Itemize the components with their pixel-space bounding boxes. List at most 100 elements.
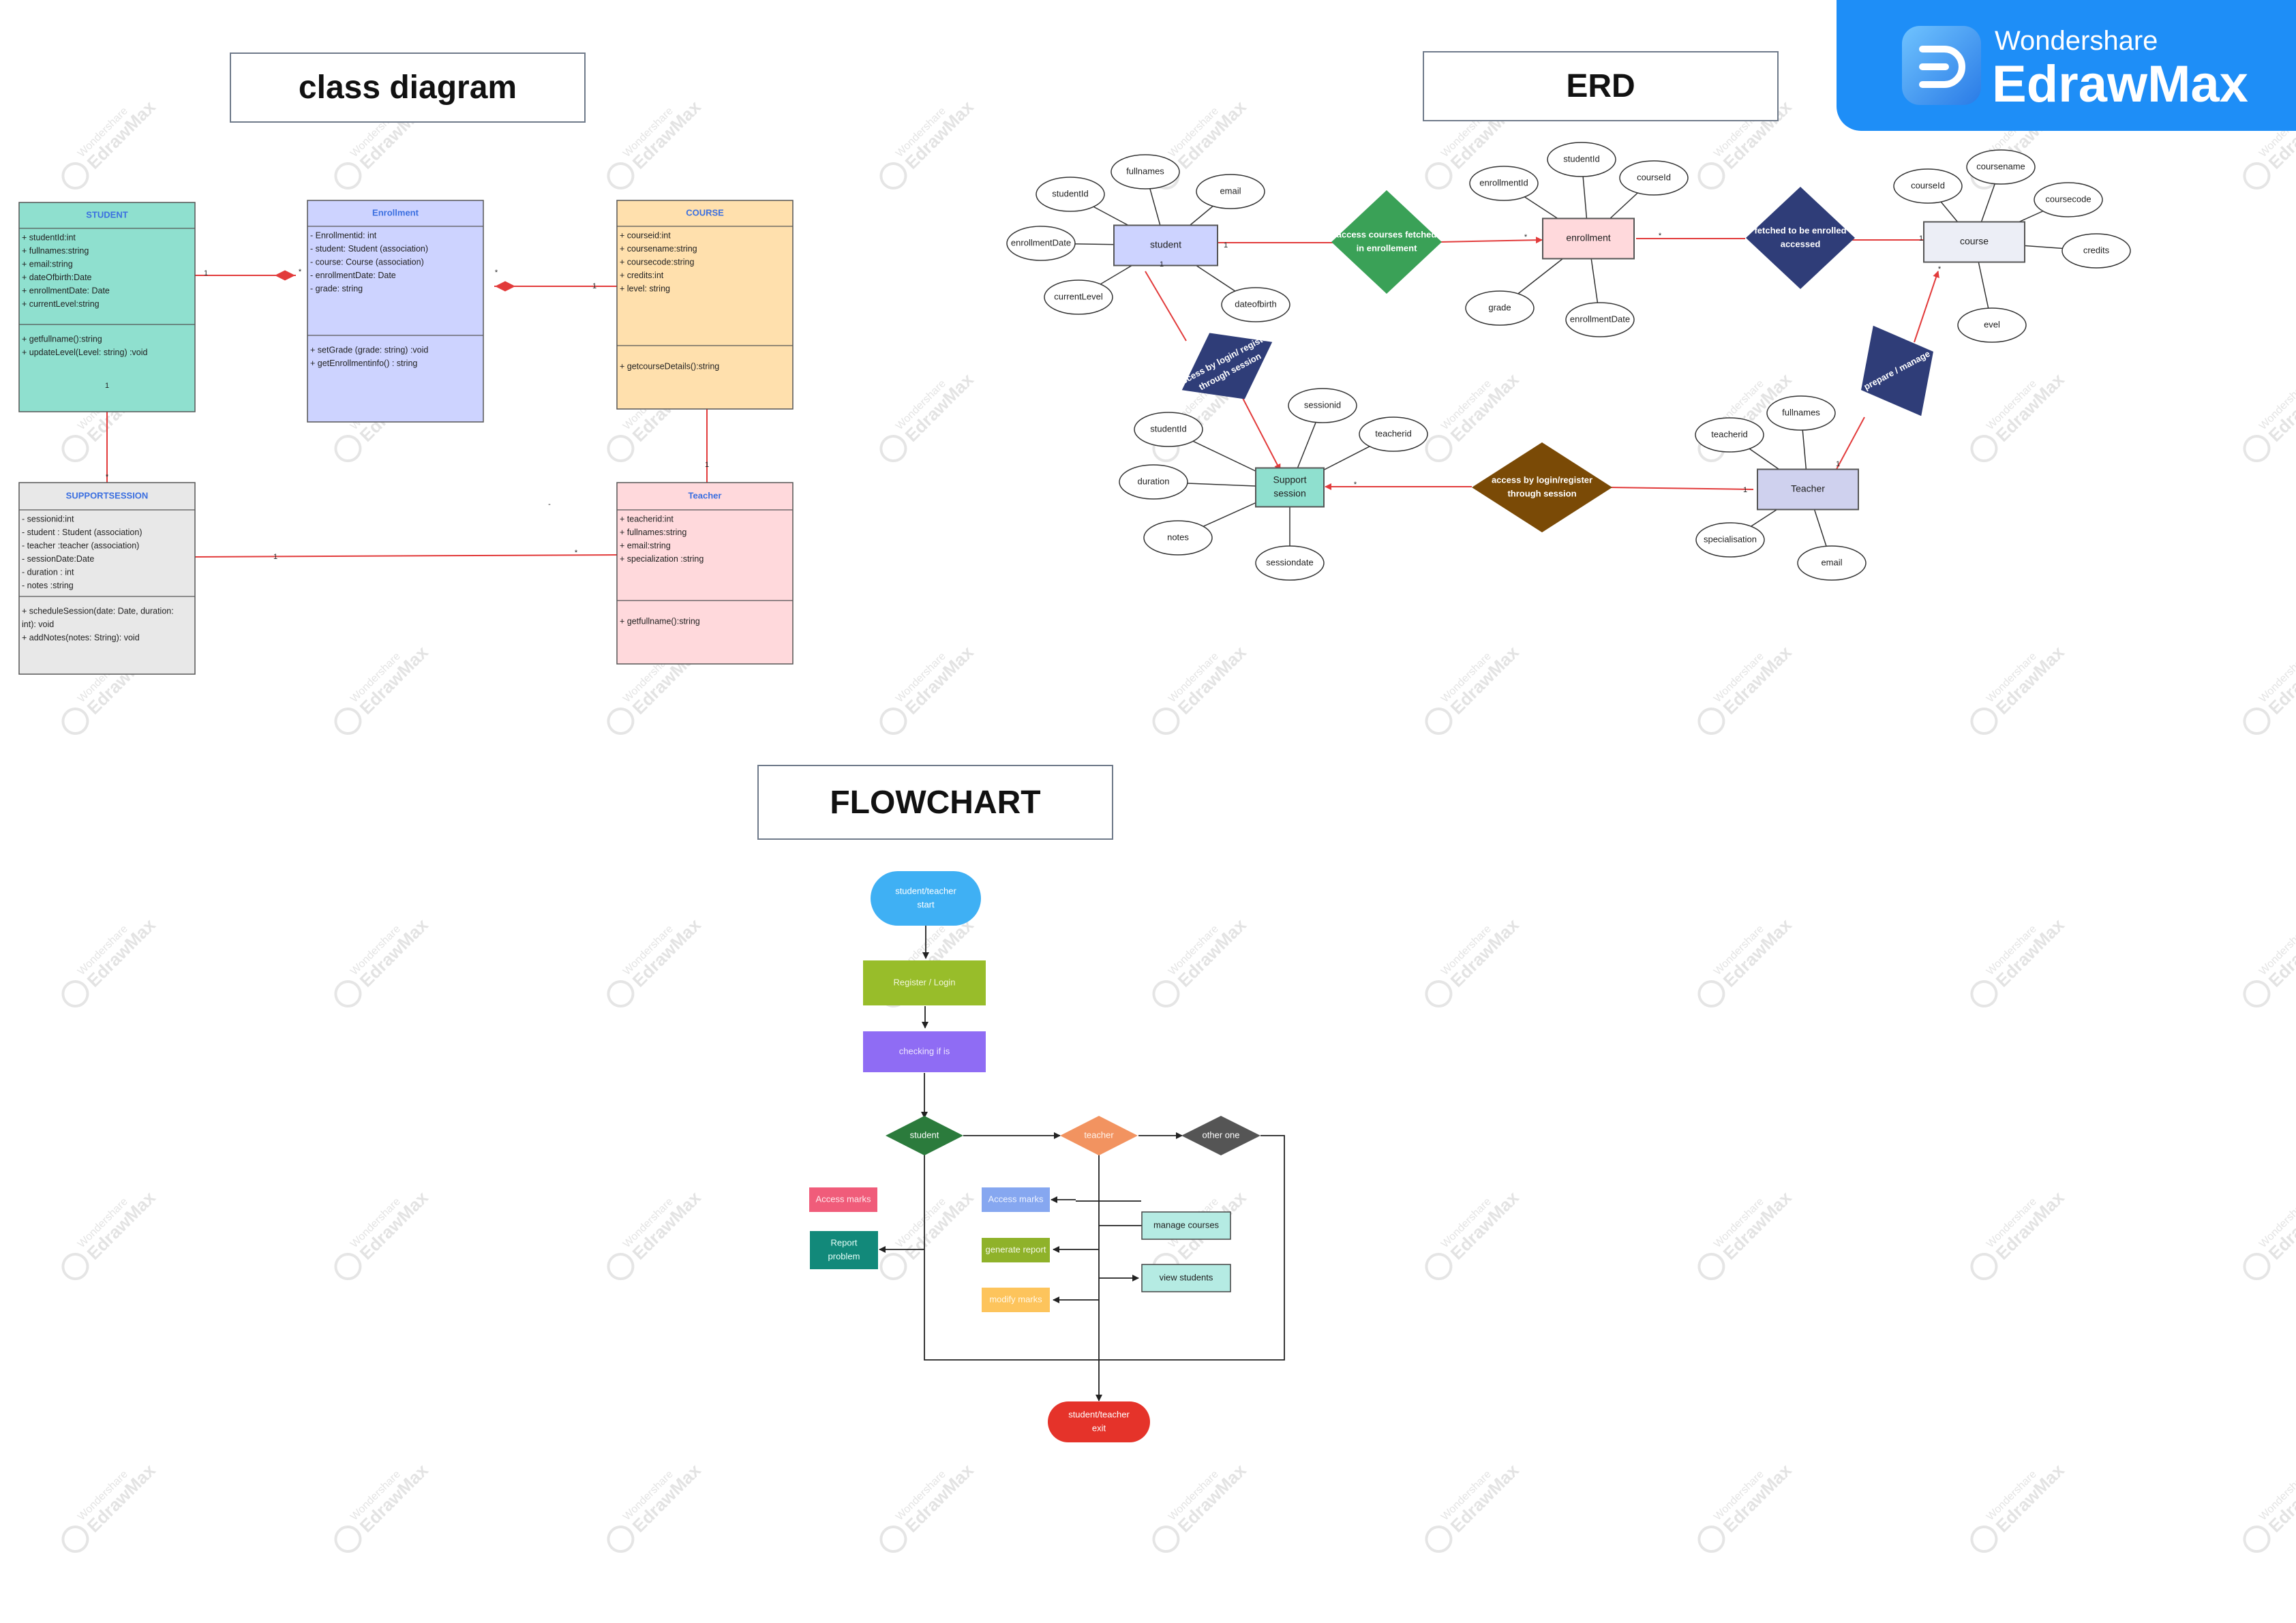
flow-view-students-label: view students [1160,1272,1213,1282]
edrawmax-logo-icon [1152,708,1180,735]
edrawmax-logo-icon [1697,980,1725,1008]
attribute-ellipse [1036,177,1105,212]
class-enrollment [307,200,484,423]
flow-manage-courses [1141,1211,1231,1240]
edrawmax-logo-icon [61,980,89,1008]
multiplicity-label: 1 [204,269,208,277]
flow-decision-teacher [1060,1116,1138,1155]
attribute-label: courseId [1911,180,1945,190]
flow-register-login [863,960,986,1005]
flow-decision-teacher-label: teacher [1084,1129,1114,1140]
class-attribute: - student : Student (association) [22,528,142,537]
edrawmax-logo-icon [879,162,907,190]
edrawmax-logo-icon [2243,980,2271,1008]
banner-brand-big: EdrawMax [1992,55,2248,113]
banner-brand-small: Wondershare [1995,26,2158,56]
attribute-label: duration [1138,476,1170,486]
class-name: SUPPORTSESSION [66,490,149,500]
edrawmax-logo-icon [879,708,907,735]
edrawmax-logo-icon [334,708,362,735]
flow-line [1099,1135,1285,1361]
edrawmax-logo-icon [2243,1253,2271,1281]
edrawmax-logo-icon [1697,1526,1725,1553]
class-diagram-title: class diagram [230,52,586,123]
attribute-ellipse [2034,182,2103,217]
flow-decision-other [1181,1116,1260,1155]
entity-label: course [1960,236,1989,247]
class-attribute: - student: Student (association) [310,244,428,254]
class-attribute: + coursename:string [620,244,697,254]
edrawmax-logo-icon [2243,1526,2271,1553]
class-method: + updateLevel(Level: string) :void [22,348,148,357]
flow-modify-marks-label: modify marks [989,1294,1042,1304]
entity-support [1255,467,1325,508]
attribute-label: sessionid [1304,399,1341,410]
class-method: + addNotes(notes: String): void [22,633,140,642]
flow-decision-student [886,1116,963,1155]
entity-teacher [1757,468,1859,511]
relationship-line [1914,271,1939,343]
attribute-label: studentId [1563,153,1600,164]
edrawmax-logo-icon [1697,708,1725,735]
edrawmax-logo-icon [1970,980,1998,1008]
class-attribute: - duration : int [22,567,74,577]
flow-view-students [1141,1264,1231,1292]
attribute-ellipse [1006,226,1076,261]
attribute-label: studentId [1150,423,1187,434]
class-method: + getcourseDetails():string [620,361,719,371]
attribute-label: currentLevel [1054,291,1103,301]
class-attribute: - sessionDate:Date [22,554,94,564]
class-attribute: + dateOfbirth:Date [22,273,92,282]
edrawmax-logo-icon [607,435,635,463]
class-attribute: - Enrollmentid: int [310,230,377,240]
multiplicity-label: 1 [273,553,277,561]
multiplicity-label: 1 [1160,260,1164,269]
class-attribute: - notes :string [22,581,74,590]
relationship-diamond [1746,187,1855,289]
entity-course [1923,221,2025,263]
edrawmax-logo-icon [607,1526,635,1553]
class-method: + setGrade (grade: string) :void [310,345,428,354]
multiplicity-label: * [1938,265,1942,273]
class-attribute: + studentId:int [22,232,76,242]
class-course [616,200,794,410]
edrawmax-logo-icon [1425,162,1453,190]
class-method: int): void [22,620,54,629]
class-attribute: + fullnames:string [620,528,686,537]
edrawmax-banner: Wondershare EdrawMax [1837,0,2296,131]
relationship-label: accessed [1781,239,1821,249]
attribute-ellipse [1565,302,1635,337]
attribute-label: teacherid [1375,428,1411,438]
edrawmax-logo-icon [334,980,362,1008]
attribute-ellipse [1143,520,1213,556]
class-name: Enrollment [372,207,419,217]
class-method: + getEnrollmentinfo() : string [310,359,417,368]
multiplicity-label: 1 [592,282,596,290]
edrawmax-logo-icon [334,1526,362,1553]
class-attribute: + credits:int [620,271,664,280]
class-attribute: - teacher :teacher (association) [22,541,139,550]
flow-report-problem-label: Report [830,1237,857,1247]
flow-checking-label: checking if is [899,1046,950,1056]
flow-start [871,871,981,926]
attribute-ellipse [1221,287,1290,322]
multiplicity-label: 1 [1743,486,1747,494]
edrawmax-logo-icon [2243,708,2271,735]
entity-label: student [1150,239,1181,250]
class-attribute: + email:string [620,541,671,550]
edrawmax-logo-icon [607,708,635,735]
class-attribute: + fullnames:string [22,246,89,256]
edrawmax-logo-icon [879,435,907,463]
aggregation-diamond [495,281,515,292]
attribute-ellipse [1957,307,2027,343]
attribute-label: studentId [1052,188,1089,198]
flow-generate-report [982,1238,1050,1262]
multiplicity-label: 1 [705,461,709,469]
attribute-label: evel [1984,319,2000,329]
edrawmax-logo-icon [1152,1526,1180,1553]
relationship-line [1439,237,1543,244]
attribute-label: notes [1167,532,1189,542]
class-method: + scheduleSession(date: Date, duration: [22,606,174,616]
